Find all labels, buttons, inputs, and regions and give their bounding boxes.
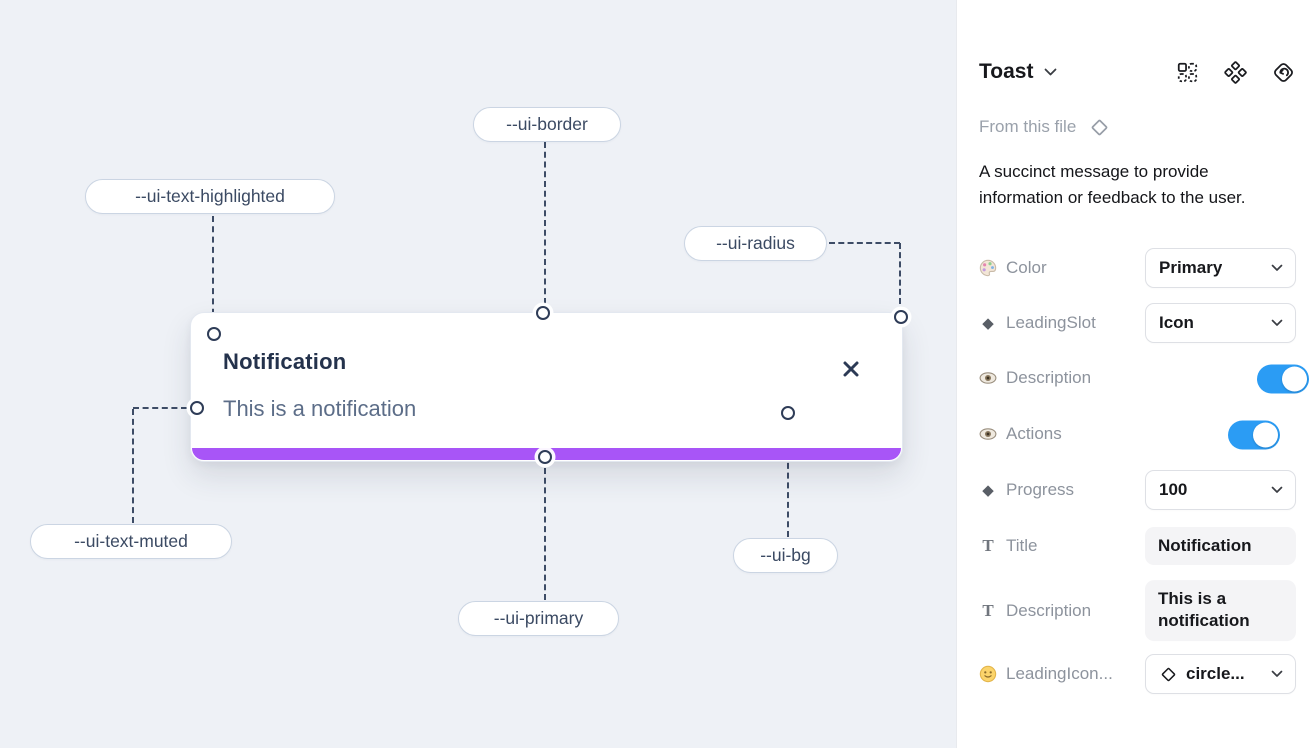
connector-dot-text-muted — [190, 401, 204, 415]
description-field[interactable]: This is a notification — [1145, 579, 1296, 642]
chevron-down-icon — [1271, 264, 1283, 271]
eye-icon — [979, 369, 997, 387]
chevron-down-icon — [1045, 68, 1057, 75]
palette-icon — [979, 259, 997, 277]
prop-row-description-text: T Description This is a notification — [979, 579, 1297, 642]
diamond-outline-icon — [1092, 119, 1108, 135]
prop-row-progress: ◆ Progress 100 — [979, 470, 1297, 510]
callout-line-primary — [544, 468, 546, 600]
actions-toggle[interactable] — [1227, 420, 1280, 449]
callout-ui-text-highlighted: --ui-text-highlighted — [85, 179, 335, 214]
prop-label-text: LeadingIcon... — [1006, 664, 1113, 683]
callout-ui-primary: --ui-primary — [458, 601, 619, 636]
leadingslot-dropdown[interactable]: Icon — [1145, 303, 1296, 343]
toast-description: This is a notification — [223, 396, 417, 421]
chevron-down-icon — [1271, 319, 1283, 326]
toggle-knob — [1252, 422, 1278, 447]
callout-line-radius-v — [899, 243, 901, 304]
source-label: From this file — [979, 117, 1077, 136]
diamond-icon: ◆ — [982, 481, 994, 499]
callout-line-text-muted-h — [133, 407, 187, 409]
prop-label-text: Description — [1006, 600, 1092, 620]
prop-label-text: Description — [1006, 368, 1092, 387]
prop-row-color: Color Primary — [979, 248, 1297, 288]
callout-ui-border: --ui-border — [473, 107, 621, 142]
prop-row-leadingslot: ◆ LeadingSlot Icon — [979, 303, 1297, 343]
toast-title: Notification — [223, 349, 347, 374]
connector-dot-border — [536, 306, 550, 320]
prop-label-text: Color — [1006, 258, 1047, 277]
callout-line-radius-h — [829, 242, 900, 244]
connector-dot-text-highlighted — [207, 327, 221, 341]
prop-label-text: Title — [1006, 536, 1038, 555]
callout-ui-bg: --ui-bg — [733, 538, 838, 573]
callout-ui-radius: --ui-radius — [684, 226, 827, 261]
diamond-outline-icon — [1159, 665, 1178, 684]
callout-line-border — [544, 142, 546, 304]
component-selector[interactable]: Toast — [979, 60, 1057, 84]
source-row: From this file — [979, 114, 1111, 140]
go-to-main-component-icon[interactable] — [1271, 60, 1296, 85]
leadingicon-dropdown[interactable]: circle... — [1145, 654, 1296, 694]
prop-label-text: LeadingSlot — [1006, 313, 1096, 332]
text-icon: T — [982, 600, 994, 620]
connector-dot-primary — [538, 450, 552, 464]
toast-preview: Notification This is a notification — [190, 312, 903, 462]
variants-grid-icon[interactable] — [1175, 60, 1200, 85]
panel-header: Toast — [979, 57, 1296, 87]
prop-label-text: Progress — [1006, 480, 1075, 499]
properties-panel: Toast — [956, 0, 1312, 748]
callout-line-bg — [787, 424, 789, 537]
component-icon[interactable] — [1223, 60, 1248, 85]
title-field[interactable]: Notification — [1145, 527, 1296, 565]
prop-row-actions-toggle: Actions — [979, 419, 1297, 449]
header-icon-group — [1175, 60, 1296, 85]
prop-label-text: Actions — [1006, 424, 1062, 443]
description-toggle[interactable] — [1257, 364, 1310, 393]
diamond-icon: ◆ — [982, 314, 994, 332]
callout-ui-text-muted: --ui-text-muted — [30, 524, 232, 559]
component-name: Toast — [979, 60, 1034, 83]
callout-line-text-highlighted — [212, 216, 214, 325]
smiley-icon — [979, 665, 997, 683]
eye-icon — [979, 425, 997, 443]
chevron-down-icon — [1271, 486, 1283, 493]
progress-dropdown[interactable]: 100 — [1145, 470, 1296, 510]
prop-row-title: T Title Notification — [979, 527, 1297, 565]
preview-canvas: Notification This is a notification --ui… — [0, 0, 957, 748]
text-icon: T — [982, 536, 994, 555]
prop-row-description-toggle: Description — [979, 363, 1310, 393]
callout-line-text-muted-v — [132, 409, 134, 523]
connector-dot-radius — [894, 310, 908, 324]
toggle-knob — [1282, 366, 1308, 391]
prop-row-leadingicon: LeadingIcon... circle... — [979, 654, 1297, 694]
connector-dot-bg — [781, 406, 795, 420]
chevron-down-icon — [1271, 670, 1283, 677]
component-description: A succinct message to provide informatio… — [979, 162, 1246, 208]
color-dropdown[interactable]: Primary — [1145, 248, 1296, 288]
close-icon[interactable] — [840, 358, 862, 380]
